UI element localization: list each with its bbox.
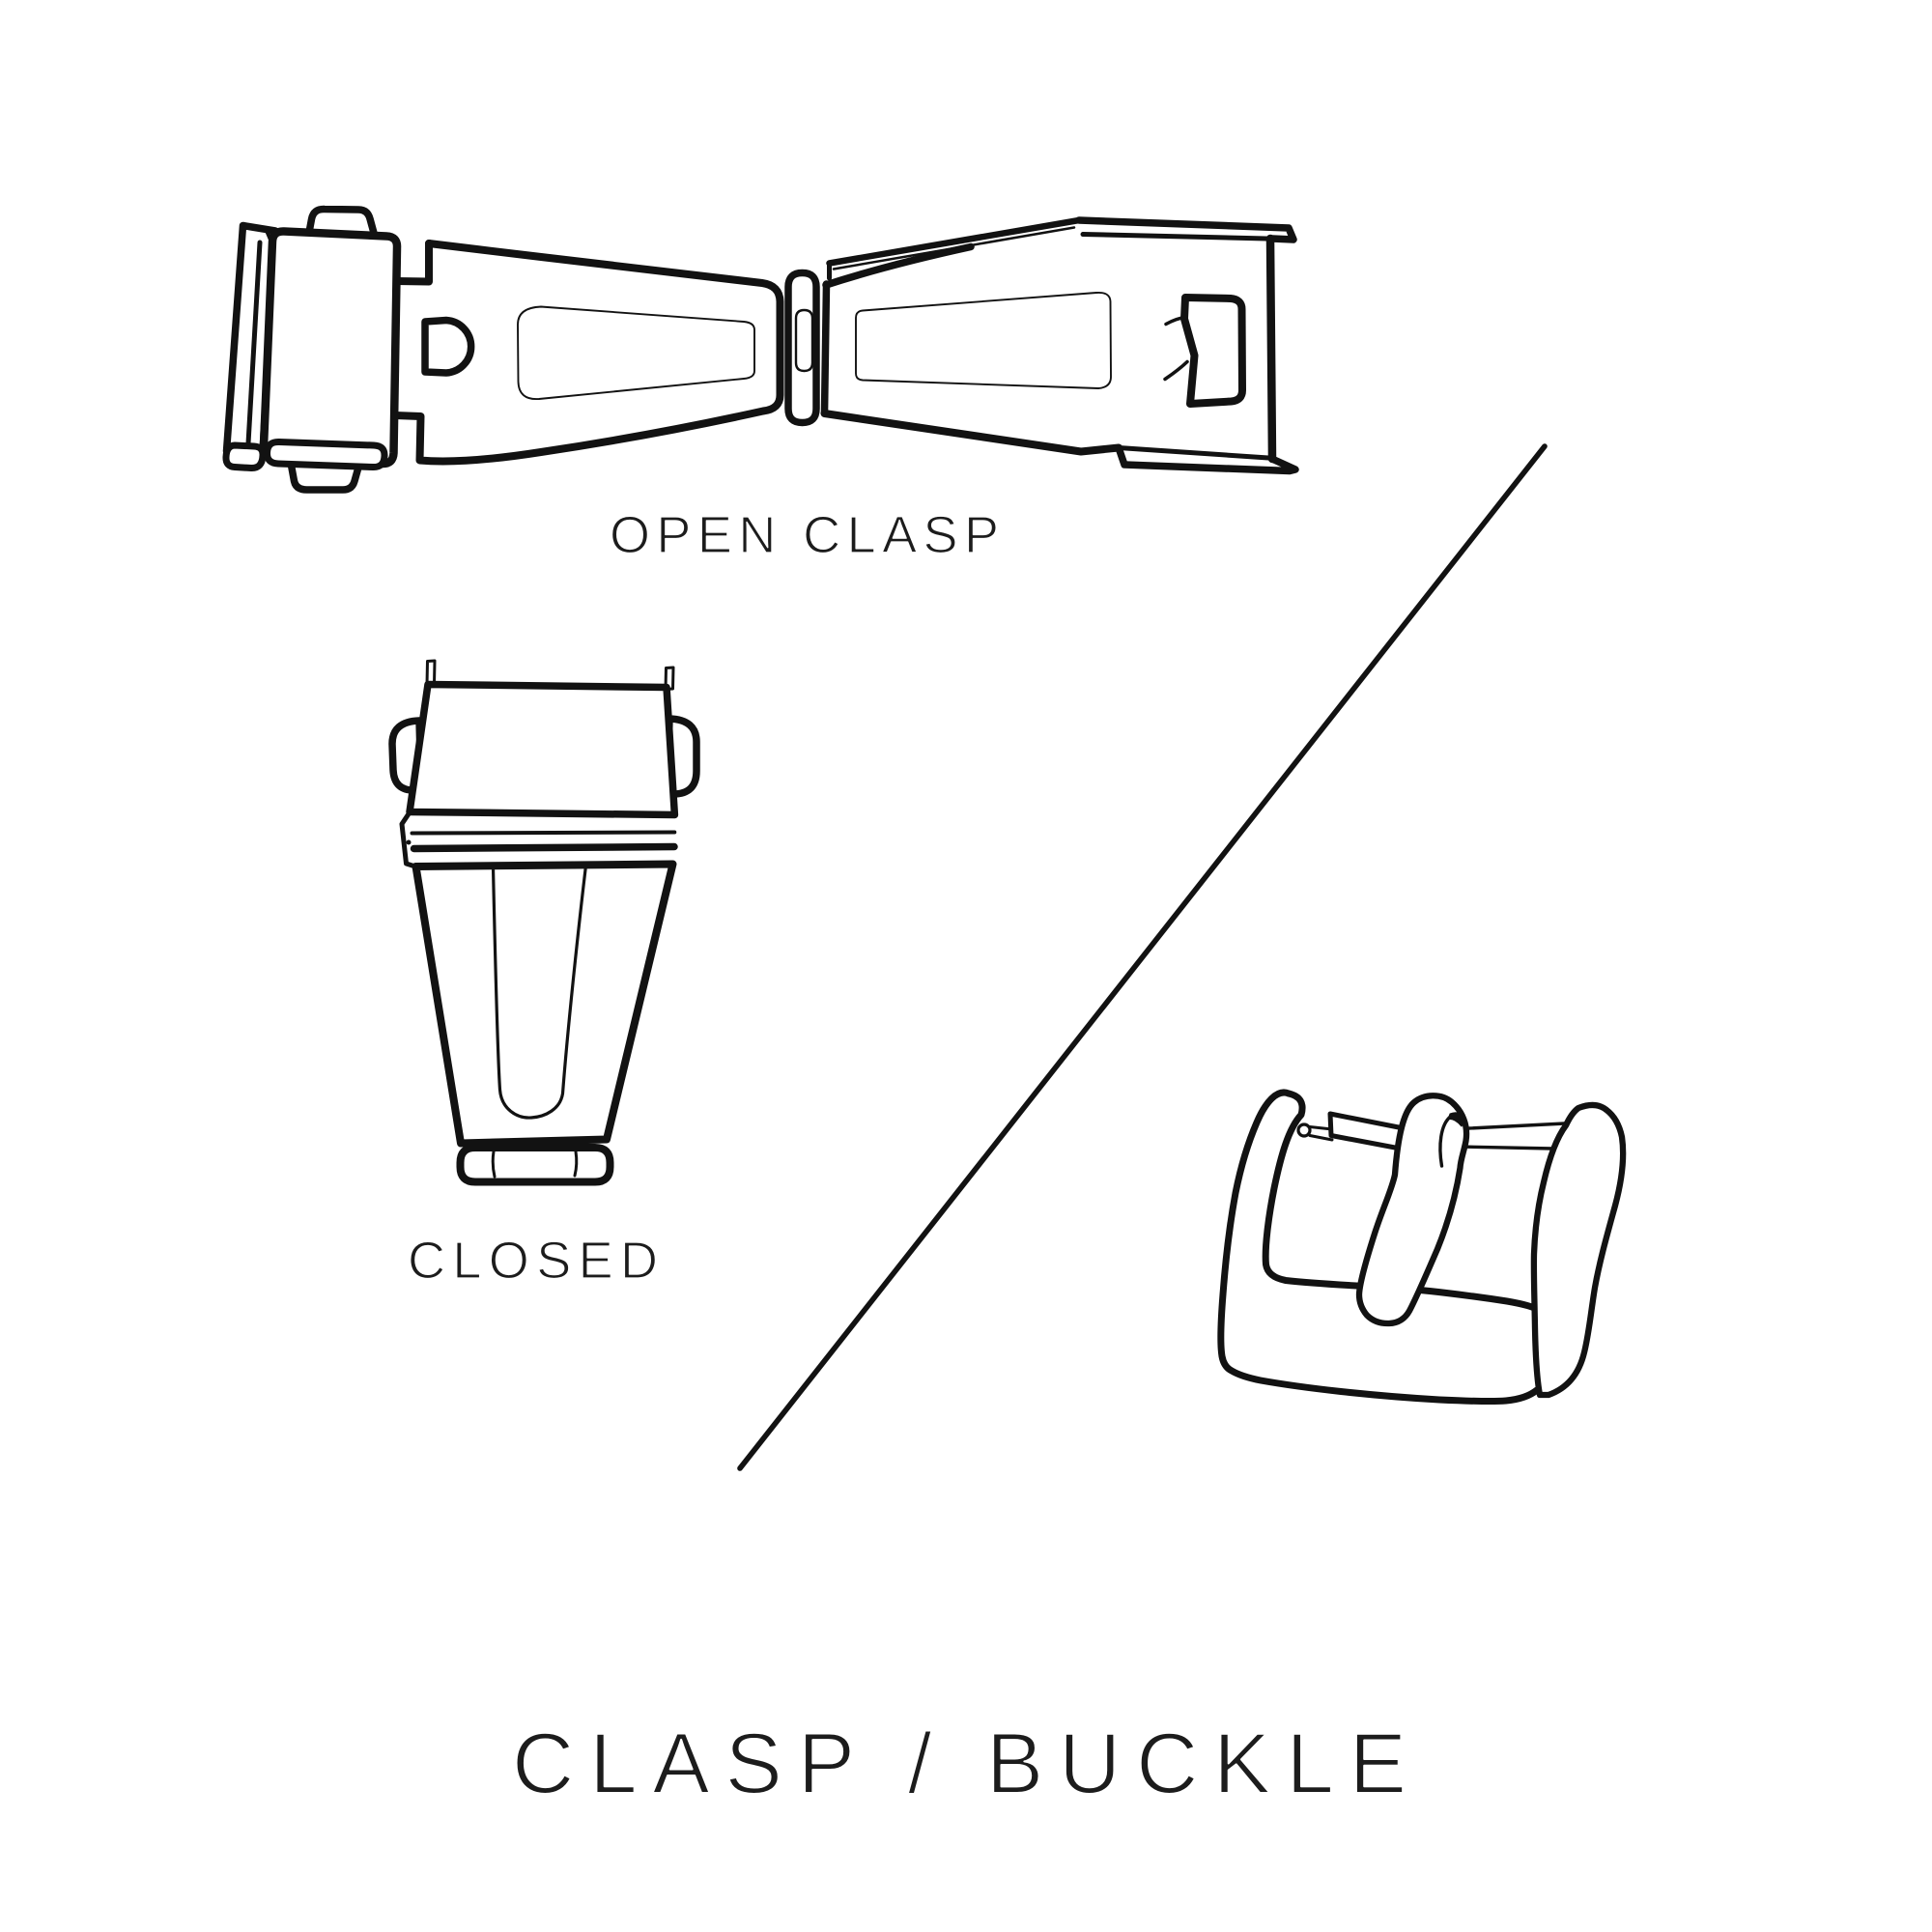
svg-text:CLASP / BUCKLE: CLASP / BUCKLE: [512, 1715, 1406, 1811]
svg-text:OPEN CLASP: OPEN CLASP: [610, 506, 999, 564]
svg-text:CLOSED: CLOSED: [408, 1232, 658, 1290]
